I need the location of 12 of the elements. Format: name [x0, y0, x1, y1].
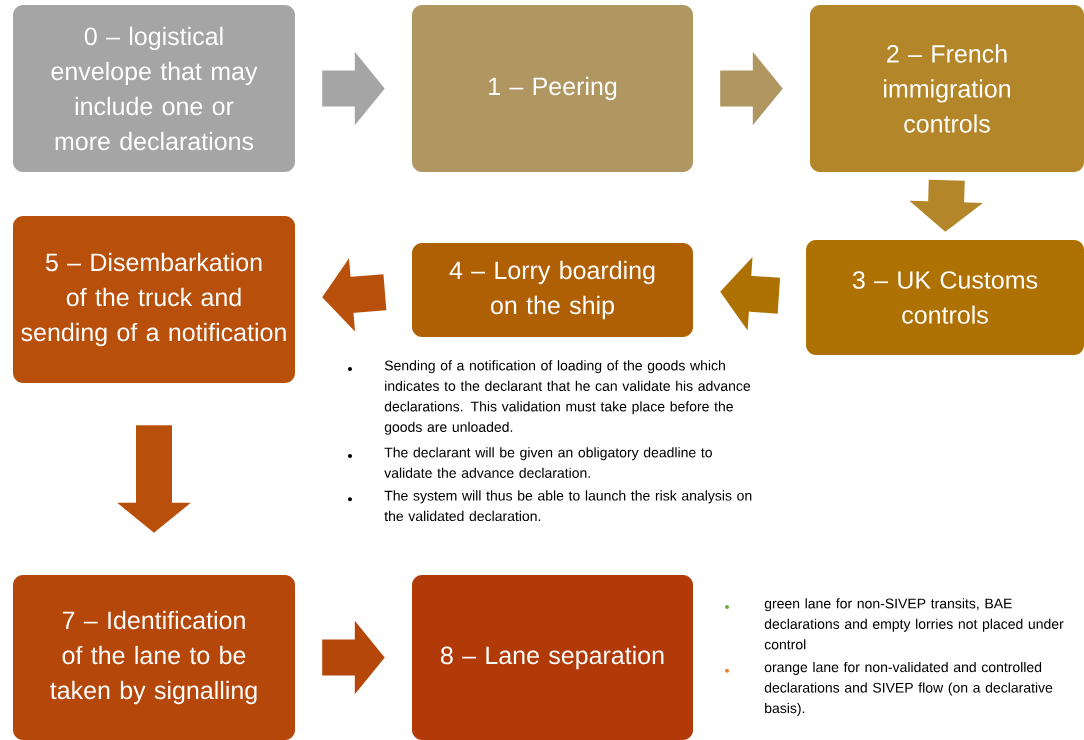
process-box: 1 – Peering	[412, 5, 693, 172]
process-box: 5 – Disembarkation of the truck and sending of a notification	[13, 216, 295, 383]
bullet-text: The declarant will be given an obligatory deadline to validate the advance declaration.	[348, 447, 712, 478]
process-box: 3 – UK Customs controls	[806, 240, 1084, 355]
process-box: 4 – Lorry boarding on the ship	[412, 243, 693, 337]
bullet-text: Sending of a notification of loading of the goods which indicates to the declarant that he can validate his advance declarations. This validation must take place before the goods are unloaded.	[348, 360, 751, 435]
bullet-text: orange lane for non-validated and controlled declarations and SIVEP flow (on a declarative basis).	[725, 661, 1053, 716]
process-box: 8 – Lane separation	[412, 575, 693, 740]
process-box: 0 – logistical envelope that may include one or more declarations	[13, 5, 295, 172]
process-box: 2 – French immigration controls	[810, 5, 1084, 172]
process-box: 7 – Identification of the lane to be taken by signalling	[13, 575, 295, 740]
bullet-text: The system will thus be able to launch the risk analysis on the validated declaration.	[348, 490, 752, 522]
